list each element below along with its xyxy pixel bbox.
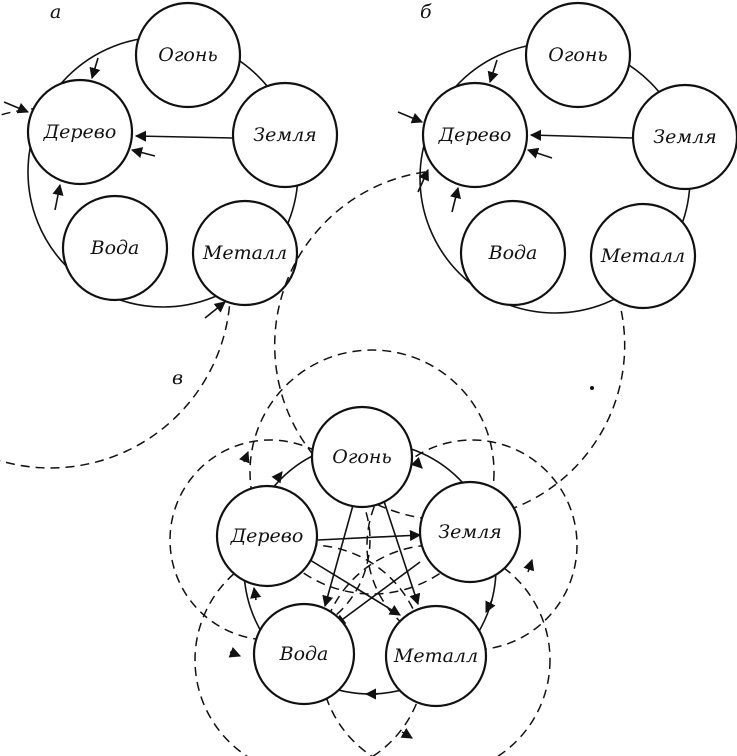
label-earth: Земля — [653, 126, 717, 148]
dash-arrow-4 — [400, 728, 413, 739]
label-earth: Земля — [438, 521, 502, 543]
label-water: Вода — [488, 242, 538, 264]
node-fire — [134, 1, 242, 109]
dash-arrow-1 — [239, 450, 250, 464]
node-earth — [631, 83, 737, 191]
node-metal — [589, 202, 697, 310]
cycle-arrow-water-wood — [250, 586, 262, 601]
node-water — [61, 194, 169, 302]
cycle-arrow-wood-fire — [271, 471, 283, 484]
panel-c: в Огонь Земля Металл В — [169, 349, 594, 756]
node-wood — [215, 484, 319, 588]
arrow-dashed-to-metal — [204, 301, 226, 319]
panel-a: а Огонь Земля Металл Вода Дерево — [0, 1, 339, 469]
arrow-into-wood-left — [3, 101, 30, 114]
dash-arrow-3 — [228, 647, 242, 658]
label-water: Вода — [90, 237, 140, 259]
label-water: Вода — [279, 643, 329, 665]
label-wood: Дерево — [43, 121, 117, 143]
node-water — [459, 199, 567, 307]
dash-arrow-2 — [523, 558, 535, 573]
label-metal: Металл — [600, 245, 685, 267]
label-fire: Огонь — [332, 446, 391, 468]
arrow-into-wood-top — [487, 59, 499, 84]
node-water — [252, 602, 356, 706]
arrow-into-wood-top — [89, 57, 101, 80]
label-fire: Огонь — [158, 44, 217, 66]
dashed-circle-earth — [366, 439, 578, 651]
label-metal: Металл — [202, 242, 287, 264]
node-fire — [310, 405, 414, 509]
arrow-into-wood-bottom — [52, 183, 64, 211]
cycle-arrow-fire-earth — [410, 456, 423, 469]
panel-b-label: б — [420, 1, 432, 23]
panel-b: б Огонь Земля Металл Вода Дерево — [273, 1, 737, 521]
node-earth — [231, 81, 339, 189]
arrow-into-wood-right — [130, 147, 156, 158]
label-fire: Огонь — [548, 44, 607, 66]
label-wood: Дерево — [230, 525, 304, 547]
node-metal — [384, 604, 488, 708]
arrow-earth-wood — [134, 130, 234, 142]
arrow-earth-wood — [529, 129, 634, 141]
node-wood — [421, 81, 529, 189]
label-metal: Металл — [393, 645, 478, 667]
line-wood-earth — [317, 529, 422, 542]
arrow-into-wood-lower-left — [417, 168, 429, 193]
node-wood — [26, 78, 134, 186]
cycle-arrow-earth-metal — [485, 599, 496, 614]
label-wood: Дерево — [438, 124, 512, 146]
arrow-into-wood-bottom — [450, 186, 461, 213]
node-earth — [418, 480, 522, 584]
panel-c-label: в — [172, 367, 183, 389]
node-metal — [191, 199, 299, 307]
arrow-into-wood-right — [526, 147, 553, 159]
label-earth: Земля — [253, 124, 317, 146]
node-fire — [524, 1, 632, 109]
panel-a-label: а — [50, 1, 61, 23]
line-wood-metal — [309, 559, 401, 616]
dashed-circle-fire — [249, 349, 495, 595]
speck — [590, 386, 594, 390]
line-earth-water — [334, 561, 421, 626]
control-path-dashed — [0, 107, 231, 469]
arrow-into-wood-left — [397, 111, 424, 124]
